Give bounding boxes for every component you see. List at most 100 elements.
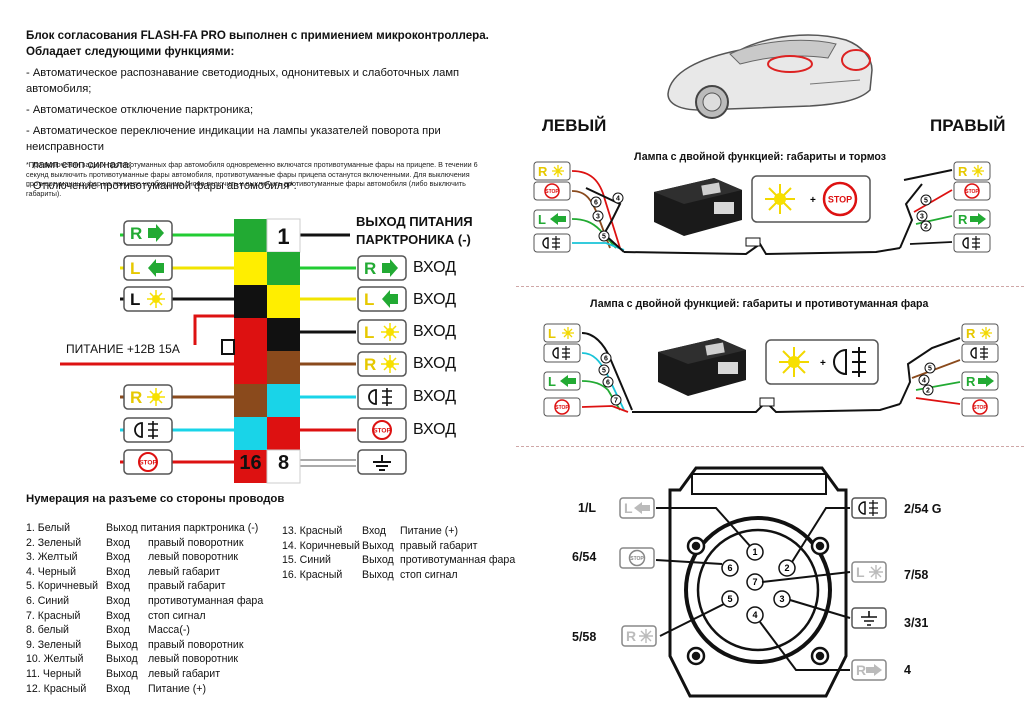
socket-label-2-54G: 2/54 G	[904, 502, 942, 516]
flash-unit-2	[658, 338, 746, 396]
pin-1-label: 1	[277, 224, 290, 249]
stop-icon-s2r: STOP	[961, 397, 999, 417]
car-illustration	[667, 34, 873, 119]
svg-text:R: R	[966, 326, 976, 341]
stop-icon-s2: STOP	[543, 397, 581, 417]
l-arrow-icon-2: L	[357, 286, 407, 312]
fog-light-icon-2	[357, 384, 407, 410]
pin-8-label: 8	[277, 452, 290, 474]
intro-title: Блок согласования FLASH-FA PRO выполнен …	[26, 29, 489, 42]
svg-text:STOP: STOP	[630, 556, 644, 562]
svg-text:L: L	[548, 374, 556, 389]
r-arrow-icon-s2r: R	[961, 371, 999, 391]
l-arrow-icon-s1: L	[533, 209, 571, 229]
feature-3-cont: ламп стоп сигнала;	[32, 159, 132, 171]
svg-text:L: L	[856, 564, 865, 580]
socket-label-4: 4	[904, 663, 911, 677]
l-parking-icon-socket: L	[851, 561, 887, 583]
socket-pin-1: 1	[752, 547, 757, 557]
fog-light-icon-1	[123, 417, 173, 443]
wiring-diagram: R L L R STOP R L L	[60, 218, 407, 484]
r-parking-icon-socket: R	[621, 625, 657, 647]
svg-text:STOP: STOP	[965, 189, 979, 195]
power-terminal	[221, 339, 235, 355]
fog-icon-s1r	[953, 233, 991, 253]
pin-table-heading: Нумерация на разъеме со стороны проводов	[26, 493, 285, 505]
socket-label-3-31: 3/31	[904, 616, 929, 630]
combo-parking-stop: + STOP	[751, 175, 871, 223]
intro-subtitle: Обладает следующими функциями:	[26, 45, 235, 58]
s1r-num-2: 3	[920, 214, 924, 221]
scheme-1-caption: Лампа с двойной функцией: габариты и тор…	[634, 151, 887, 163]
svg-text:STOP: STOP	[545, 189, 559, 195]
socket-label-1L: 1/L	[578, 501, 597, 515]
svg-text:+: +	[820, 358, 826, 369]
footnote: *При включении задних противотуманных фа…	[26, 160, 478, 198]
svg-text:L: L	[130, 290, 140, 309]
right-side-label: ПРАВЫЙ	[930, 116, 1006, 135]
s1-num-3: 3	[596, 214, 600, 221]
s2r-num-3: 2	[926, 388, 930, 395]
socket-diagram: 1 2 3 4 5 6 7 L STOP L R R	[619, 466, 887, 698]
l-parking-icon-s2: L	[543, 323, 581, 343]
feature-4: - Отключение противотуманной фары автомо…	[26, 180, 297, 192]
svg-text:R: R	[856, 662, 866, 678]
socket-pin-5: 5	[727, 594, 732, 604]
pin-16-label: 16	[239, 452, 262, 474]
svg-text:R: R	[130, 224, 142, 243]
svg-text:STOP: STOP	[139, 460, 157, 467]
svg-text:R: R	[130, 388, 142, 407]
svg-text:R: R	[958, 212, 968, 227]
s2r-num-2: 4	[922, 378, 926, 385]
svg-text:STOP: STOP	[373, 428, 391, 435]
stop-icon-s1: STOP	[533, 181, 571, 201]
intro-block: Блок согласования FLASH-FA PRO выполнен …	[26, 28, 496, 194]
connector-block	[234, 218, 301, 484]
parktronic-label-1: ВЫХОД ПИТАНИЯ	[356, 214, 473, 229]
s1r-num-3: 2	[924, 224, 928, 231]
combo-parking-fog: +	[765, 339, 879, 385]
r-parking-icon-s1: R	[533, 161, 571, 181]
r-parking-icon-1: R	[123, 384, 173, 410]
fog-icon-s2r	[961, 343, 999, 363]
input-label-1: ВХОД	[413, 259, 457, 276]
ground-icon-socket	[851, 607, 887, 629]
socket-label-7-58: 7/58	[904, 568, 929, 582]
r-parking-icon-s2r: R	[961, 323, 999, 343]
s2-num-3: 6	[606, 380, 610, 387]
svg-text:L: L	[548, 326, 556, 341]
svg-text:STOP: STOP	[973, 405, 987, 411]
svg-text:R: R	[966, 374, 976, 389]
r-parking-icon-2: R	[357, 351, 407, 377]
s2-num-4: 7	[614, 398, 618, 405]
input-label-5: ВХОД	[413, 388, 457, 405]
l-parking-icon-1: L	[123, 286, 173, 312]
socket-label-6-54: 6/54	[572, 550, 597, 564]
power-label: ПИТАНИЕ +12В 15А	[66, 342, 180, 356]
svg-text:STOP: STOP	[555, 405, 569, 411]
feature-3: - Автоматическое переключение индикации …	[26, 125, 441, 153]
svg-text:+: +	[810, 195, 816, 206]
stop-icon-socket: STOP	[619, 547, 655, 569]
svg-text:L: L	[538, 212, 546, 227]
input-label-3: ВХОД	[413, 323, 457, 340]
socket-pin-4: 4	[752, 610, 757, 620]
svg-text:L: L	[364, 290, 374, 309]
r-arrow-icon-socket: R	[851, 659, 887, 681]
svg-text:R: R	[364, 259, 376, 278]
ground-icon	[357, 449, 407, 475]
s2-num-1: 6	[604, 356, 608, 363]
s2r-num-1: 5	[928, 366, 932, 373]
